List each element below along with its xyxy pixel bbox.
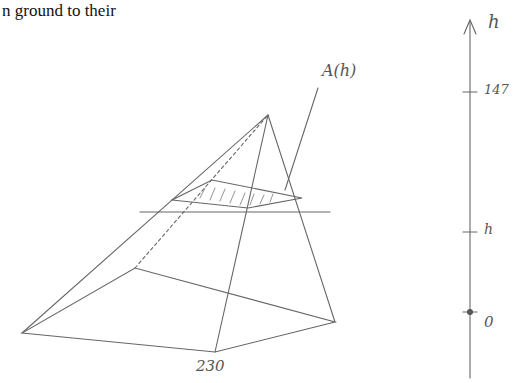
tick-value: 0 [484,314,494,331]
cut-text: n ground to their [2,2,116,21]
base-dimension: 230 [196,358,225,375]
pyramid-base [22,268,335,352]
axis-line [469,22,470,378]
axis-name: h [488,12,500,32]
axis-arrow [464,20,476,34]
leader-line [285,88,318,190]
tick-value: 147 [484,83,509,97]
pyramid-edge [268,115,335,322]
pyramid-edge [22,115,268,333]
origin-dot [467,309,473,315]
hatching [200,188,273,205]
axis-tick [463,231,477,232]
cross-section [172,180,302,208]
tick-value: h [484,222,493,237]
pyramid-edge [215,115,268,352]
pyramid-edge [135,115,268,268]
section-plane [140,211,330,212]
axis-tick [463,91,477,92]
area-label: A(h) [322,62,356,80]
